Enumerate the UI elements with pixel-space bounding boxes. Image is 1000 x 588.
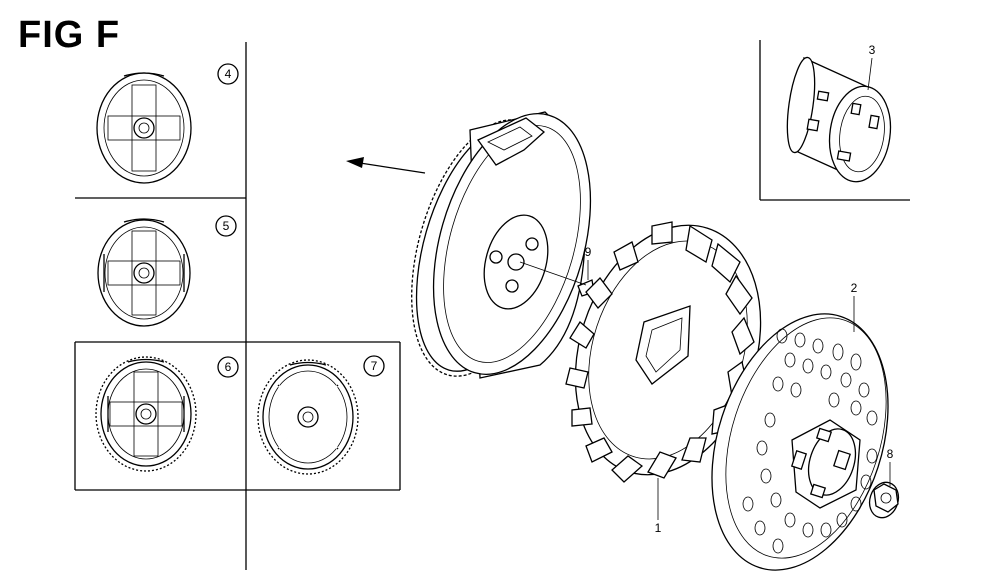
flywheel-variant-4: [96, 72, 192, 184]
starter-pulley-icon: [786, 56, 892, 183]
flywheel-variant-7: [257, 359, 359, 475]
callout-2: 2: [851, 281, 858, 295]
callout-4: 4: [217, 63, 239, 85]
svg-text:7: 7: [371, 359, 378, 373]
svg-text:5: 5: [223, 219, 230, 233]
callout-3-leader: [867, 57, 873, 91]
figure-title: FIG F: [18, 14, 121, 56]
callout-6: 6: [217, 356, 239, 378]
callout-7: 7: [363, 355, 385, 377]
callout-5: 5: [215, 215, 237, 237]
callout-8: 8: [887, 447, 894, 461]
direction-arrow-icon: [346, 157, 426, 174]
svg-text:4: 4: [225, 67, 232, 81]
cooling-fan-icon: [565, 221, 762, 483]
callout-3: 3: [869, 43, 876, 57]
callout-1: 1: [655, 521, 662, 535]
callout-9: 9: [585, 245, 592, 259]
flywheel-variant-5: [97, 218, 191, 327]
svg-text:6: 6: [225, 360, 232, 374]
part-3-panel: [759, 40, 910, 201]
variant-panel-grid: [74, 42, 401, 570]
fan-cover-icon: [711, 313, 889, 571]
flywheel-variant-6: [95, 356, 197, 472]
flywheel-icon: [411, 111, 592, 379]
flange-nut-icon: [868, 462, 900, 519]
